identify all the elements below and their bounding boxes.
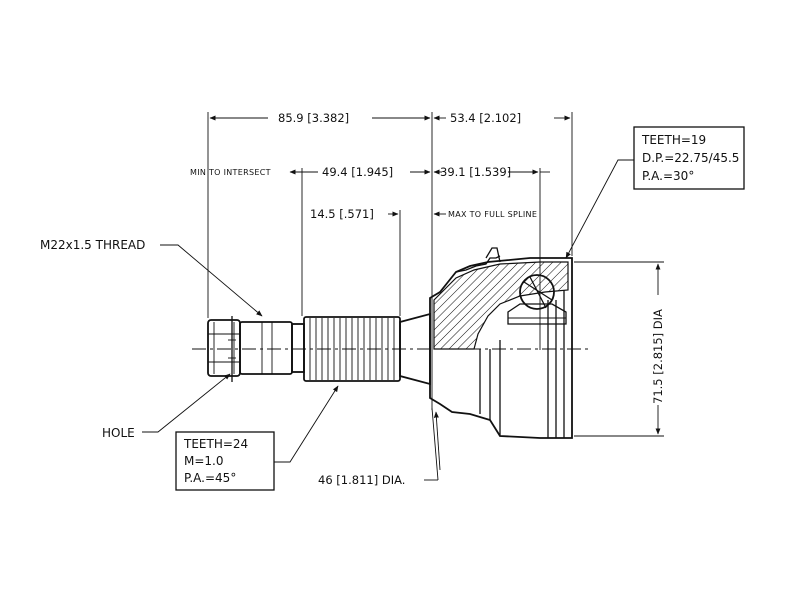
dimension-lines [142,112,664,481]
gear-spec-box: TEETH=19 D.P.=22.75/45.5 P.A.=30° [633,126,745,190]
dim-min-to-intersect-label: MIN TO INTERSECT [190,168,271,177]
dim-min-to-intersect: 49.4 [1.945] [322,165,393,179]
dim-seal-dia: 46 [1.811] DIA. [318,473,405,487]
spline-spec-box: TEETH=24 M=1.0 P.A.=45° [175,431,275,491]
collar [291,323,305,373]
threaded-end [207,319,241,377]
dim-max-to-full-spline: 39.1 [1.539] [440,165,511,179]
spline-module: M=1.0 [184,454,224,468]
housing-section-hatch [433,261,569,350]
gear-teeth: TEETH=19 [641,133,706,147]
dim-max-to-full-spline-label: MAX TO FULL SPLINE [448,210,537,219]
gear-pressure-angle: P.A.=30° [642,169,694,183]
spline-teeth [309,318,395,380]
dim-overall-right: 53.4 [2.102] [450,111,521,125]
spline-teeth: TEETH=24 [183,437,248,451]
dim-outer-dia: 71.5 [2.815] DIA [651,309,665,404]
shaft-assembly [192,247,590,439]
housing-ridges [455,255,501,273]
dim-spline-length: 14.5 [.571] [310,207,374,221]
bearing-ball [519,274,555,310]
hole-callout: HOLE [102,426,135,440]
gear-diametral-pitch: D.P.=22.75/45.5 [642,151,739,165]
spline-pressure-angle: P.A.=45° [184,471,236,485]
thread-section [239,321,293,375]
bearing-cage [507,303,567,325]
outer-housing [429,257,573,439]
dim-overall-left: 85.9 [3.382] [278,111,349,125]
thread-callout: M22x1.5 THREAD [40,238,145,252]
